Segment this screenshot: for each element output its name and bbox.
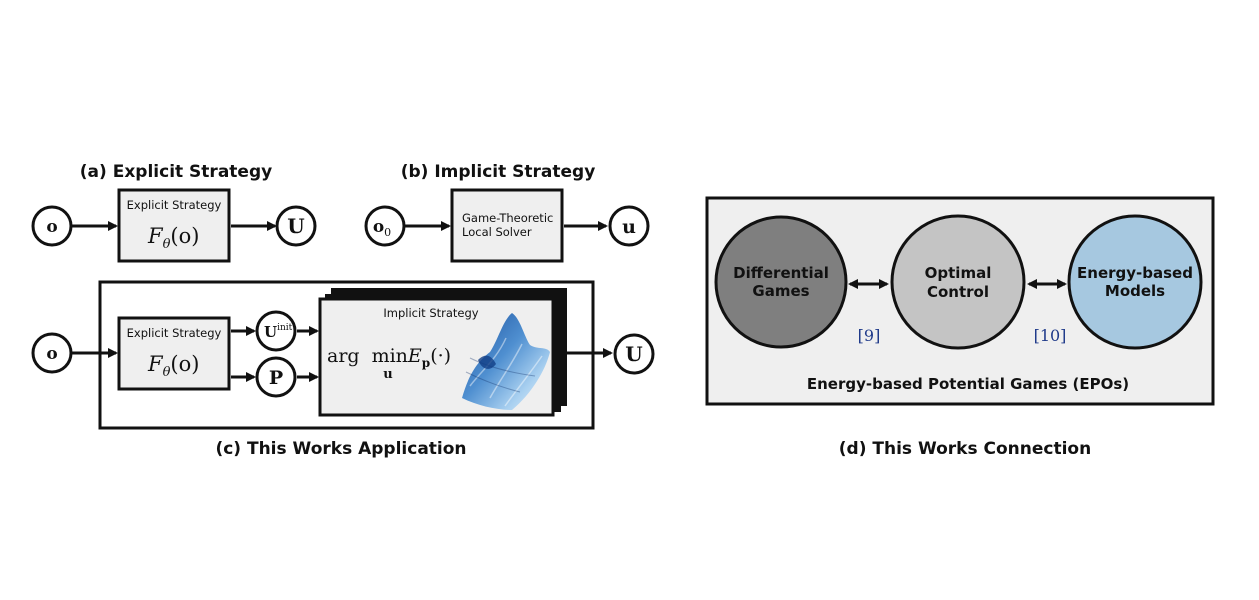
- panel-c: o Explicit Strategy Fθ(o) Uinit P Implic…: [31, 280, 655, 459]
- c-input-node-o: [31, 332, 73, 374]
- explicit-strategy-label: Explicit Strategy: [127, 198, 222, 212]
- c-output-node-u: [613, 333, 655, 375]
- output-node-label: U: [287, 214, 304, 238]
- node3-line2: Models: [1105, 282, 1165, 300]
- uinit-node-label: Uinit: [264, 323, 293, 341]
- explicit-formula: Fθ(o): [147, 224, 199, 252]
- uinit-node: [255, 310, 297, 352]
- optimal-control-node: [890, 214, 1026, 350]
- output-node-u-small: [608, 205, 650, 247]
- input-node-o: [31, 205, 73, 247]
- panel-b: (b) Implicit Strategy o0 Game-Theoretic …: [364, 162, 650, 263]
- node1-line2: Games: [752, 282, 809, 300]
- panel-d-title: (d) This Works Connection: [839, 439, 1091, 459]
- citation-10: [10]: [1034, 326, 1067, 345]
- differential-games-node: [714, 215, 848, 349]
- explicit-strategy-box: [117, 188, 231, 263]
- panel-b-title: (b) Implicit Strategy: [401, 162, 596, 182]
- implicit-strategy-label: Implicit Strategy: [383, 306, 478, 320]
- energy-surface-image: [462, 313, 550, 410]
- c-input-node-label: o: [46, 344, 57, 364]
- energy-based-models-node: [1067, 214, 1203, 350]
- c-explicit-strategy-label: Explicit Strategy: [127, 326, 222, 340]
- solver-line2: Local Solver: [462, 225, 532, 239]
- panel-c-title: (c) This Works Application: [215, 439, 466, 459]
- node2-line1: Optimal: [925, 264, 992, 282]
- citation-9: [9]: [858, 326, 881, 345]
- input-node-o0: [364, 205, 406, 247]
- p-node: [255, 356, 297, 398]
- c-explicit-formula: Fθ(o): [147, 352, 199, 380]
- c-output-node-label: U: [625, 342, 642, 366]
- epo-caption: Energy-based Potential Games (EPOs): [807, 375, 1129, 393]
- node1-line1: Differential: [733, 264, 829, 282]
- panel-d: Differential Games Optimal Control Energ…: [705, 196, 1215, 459]
- panel-a-title: (a) Explicit Strategy: [80, 162, 272, 182]
- node3-line1: Energy-based: [1077, 264, 1193, 282]
- panel-a: (a) Explicit Strategy o Explicit Strateg…: [31, 162, 317, 263]
- argmin-subscript: u: [383, 367, 392, 382]
- output-node-u: [275, 205, 317, 247]
- input-node-o0-label: o0: [373, 217, 391, 239]
- input-node-label: o: [46, 217, 57, 237]
- node2-line2: Control: [927, 283, 989, 301]
- game-theoretic-solver-box: [450, 188, 564, 263]
- output-node-u-small-label: u: [622, 216, 636, 238]
- solver-line1: Game-Theoretic: [462, 211, 553, 225]
- c-explicit-strategy-box: [117, 316, 231, 391]
- p-node-label: P: [269, 367, 283, 389]
